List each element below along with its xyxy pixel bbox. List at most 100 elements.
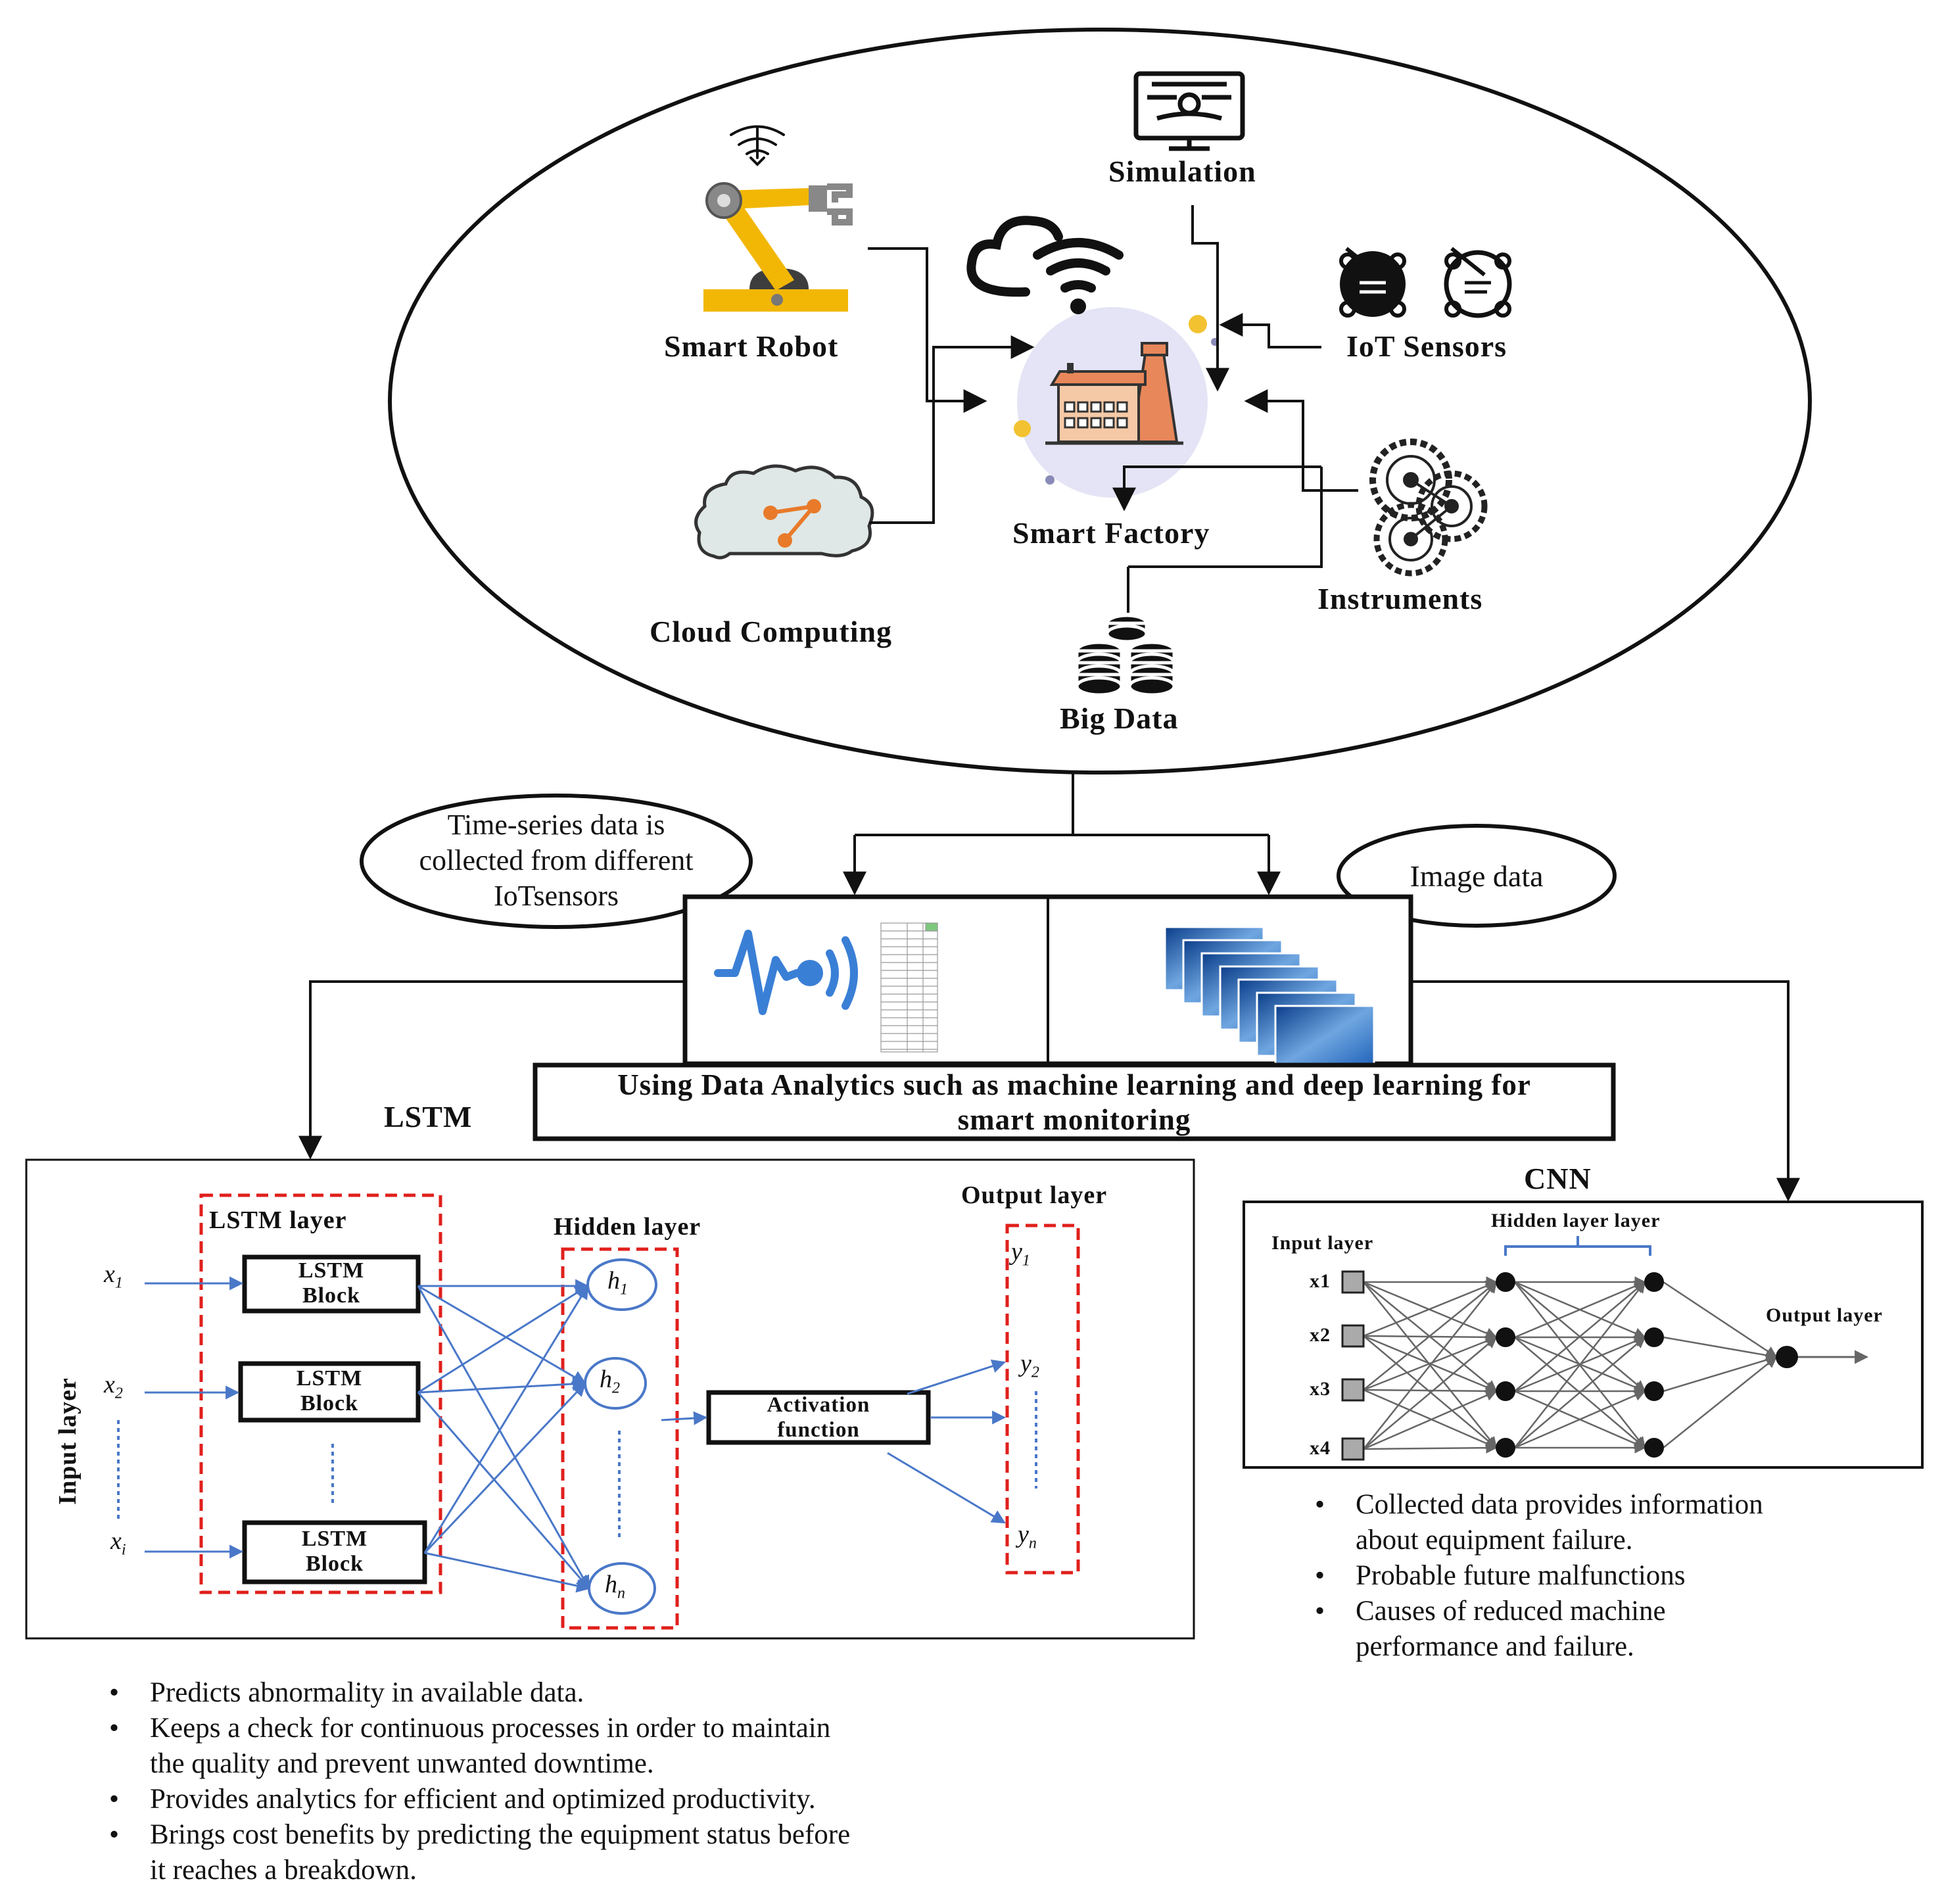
input-xi-sub: i	[121, 1541, 126, 1559]
cnn-hidden-node	[1496, 1272, 1515, 1292]
cnn-edge	[1663, 1356, 1778, 1448]
cnn-bullet-2: Probable future malfunctions	[1315, 1558, 1907, 1594]
instruments-label: Instruments	[1317, 582, 1483, 615]
cnn-input-node	[1341, 1324, 1365, 1348]
lstm-layer-label: LSTM layer	[209, 1206, 347, 1234]
lstm-arrow	[417, 1377, 587, 1394]
cnn-network	[1341, 1270, 1869, 1461]
cnn-edge	[1363, 1335, 1498, 1391]
cnn-hidden-node	[1644, 1438, 1664, 1458]
smart-factory-icon	[1014, 307, 1219, 498]
lstm-block-1-bottom: Block	[302, 1283, 361, 1308]
cnn-input-layer-label: Input layer	[1271, 1232, 1374, 1254]
lstm-arrow	[417, 1285, 589, 1394]
cnn-edge	[1514, 1281, 1646, 1392]
instruments-gears-icon	[1369, 439, 1488, 577]
wifi-cloud-icon	[966, 216, 1124, 314]
lstm-bullet-3: Provides analytics for efficient and opt…	[109, 1782, 1174, 1817]
robot-wifi-icon	[730, 125, 785, 166]
lstm-connections	[145, 1276, 1007, 1593]
lstm-layer-dashed-box	[199, 1193, 442, 1594]
image-note: Image data	[1410, 859, 1544, 893]
cnn-edge	[1363, 1390, 1498, 1450]
lstm-arrow	[907, 1359, 1006, 1395]
analytics-banner-text: Using Data Analytics such as machine lea…	[535, 1068, 1613, 1137]
lstm-arrow	[417, 1285, 586, 1385]
cnn-hidden-layer-label: Hidden layer layer	[1491, 1210, 1661, 1231]
timeseries-note-line-3: IoTsensors	[493, 880, 619, 912]
smart-factory-label: Smart Factory	[1012, 516, 1210, 550]
output-y1: y1	[1011, 1237, 1030, 1270]
cnn-edge	[1514, 1281, 1646, 1339]
output-layer-dashed-box	[1005, 1224, 1080, 1575]
lstm-arrow	[423, 1382, 586, 1554]
lstm-bullet-4-line-1: Brings cost benefits by predicting the e…	[150, 1819, 851, 1850]
output-layer-label: Output layer	[961, 1181, 1108, 1209]
cnn-input-x3: x3	[1310, 1378, 1331, 1400]
cnn-input-x1: x1	[1310, 1270, 1331, 1292]
cnn-hidden-bracket	[1504, 1236, 1651, 1256]
input-xi-var: x	[110, 1527, 122, 1555]
cnn-edge	[1363, 1336, 1498, 1450]
cnn-output-node	[1776, 1346, 1798, 1368]
hidden-h1-var: h	[607, 1267, 620, 1295]
hidden-h2: h2	[600, 1365, 620, 1398]
simulation-monitor-icon	[1133, 71, 1245, 151]
timeseries-note: Time-series data is collected from diffe…	[368, 807, 744, 914]
input-layer-label: Input layer	[53, 1377, 82, 1505]
cnn-edge	[1363, 1280, 1498, 1337]
ecosystem-ellipse	[388, 28, 1812, 774]
cnn-input-node	[1341, 1378, 1365, 1402]
input-xi: xi	[110, 1527, 126, 1559]
cnn-bullet-3-line-2: performance and failure.	[1356, 1631, 1634, 1662]
lstm-bullet-2-line-1: Keeps a check for continuous processes i…	[150, 1713, 831, 1744]
lstm-blocks	[238, 1254, 427, 1584]
timeseries-note-line-2: collected from different	[419, 844, 694, 876]
cnn-input-x4: x4	[1310, 1437, 1331, 1459]
cnn-edge	[1514, 1390, 1646, 1449]
lstm-arrow	[423, 1285, 589, 1554]
cnn-bullet-2-line-1: Probable future malfunctions	[1356, 1560, 1686, 1591]
input-x2-sub: 2	[114, 1385, 123, 1402]
hidden-nodes	[584, 1258, 657, 1615]
output-yn: yn	[1018, 1520, 1037, 1553]
timeseries-note-line-1: Time-series data is	[447, 809, 665, 841]
cnn-bullet-3-line-1: Causes of reduced machine	[1356, 1596, 1666, 1627]
timeseries-signal-icon	[714, 930, 858, 1015]
lstm-bullet-1: Predicts abnormality in available data.	[109, 1675, 1174, 1711]
big-data-label: Big Data	[1060, 702, 1179, 735]
lstm-block-3-top: LSTM	[301, 1527, 368, 1551]
lstm-block-3-bottom: Block	[305, 1552, 364, 1576]
iot-sensors-label: IoT Sensors	[1346, 329, 1507, 363]
cnn-hidden-node	[1644, 1272, 1664, 1292]
simulation-label: Simulation	[1108, 155, 1256, 188]
output-y1-sub: 1	[1022, 1252, 1030, 1270]
lstm-arrow	[417, 1392, 590, 1590]
lstm-arrow	[661, 1411, 708, 1425]
cloud-computing-icon	[694, 464, 874, 559]
cnn-edge	[1514, 1336, 1646, 1448]
hidden-layer-label: Hidden layer	[554, 1213, 701, 1241]
hidden-h1: h1	[607, 1266, 628, 1299]
cnn-hidden-node	[1496, 1327, 1515, 1347]
lstm-bullet-4: Brings cost benefits by predicting the e…	[109, 1817, 1174, 1888]
cnn-hidden-node	[1644, 1327, 1664, 1347]
lstm-bullet-2: Keeps a check for continuous processes i…	[109, 1711, 1174, 1782]
lstm-bullet-2-line-2: the quality and prevent unwanted downtim…	[150, 1748, 654, 1779]
analytics-banner-box	[533, 1062, 1616, 1141]
hidden-h1-sub: 1	[620, 1281, 628, 1298]
output-y1-var: y	[1011, 1238, 1022, 1266]
cnn-bullet-1-line-2: about equipment failure.	[1356, 1525, 1633, 1556]
output-yn-sub: n	[1028, 1535, 1037, 1552]
big-data-icon	[1075, 613, 1176, 697]
lstm-bullet-1-line-1: Predicts abnormality in available data.	[150, 1677, 584, 1708]
timeseries-note-ellipse	[360, 794, 753, 929]
iot-sensor-icons	[1339, 247, 1512, 318]
output-y2-sub: 2	[1031, 1364, 1039, 1381]
input-x2-var: x	[104, 1371, 115, 1398]
cloud-computing-label: Cloud Computing	[650, 615, 893, 648]
activation-bottom: function	[777, 1418, 860, 1442]
